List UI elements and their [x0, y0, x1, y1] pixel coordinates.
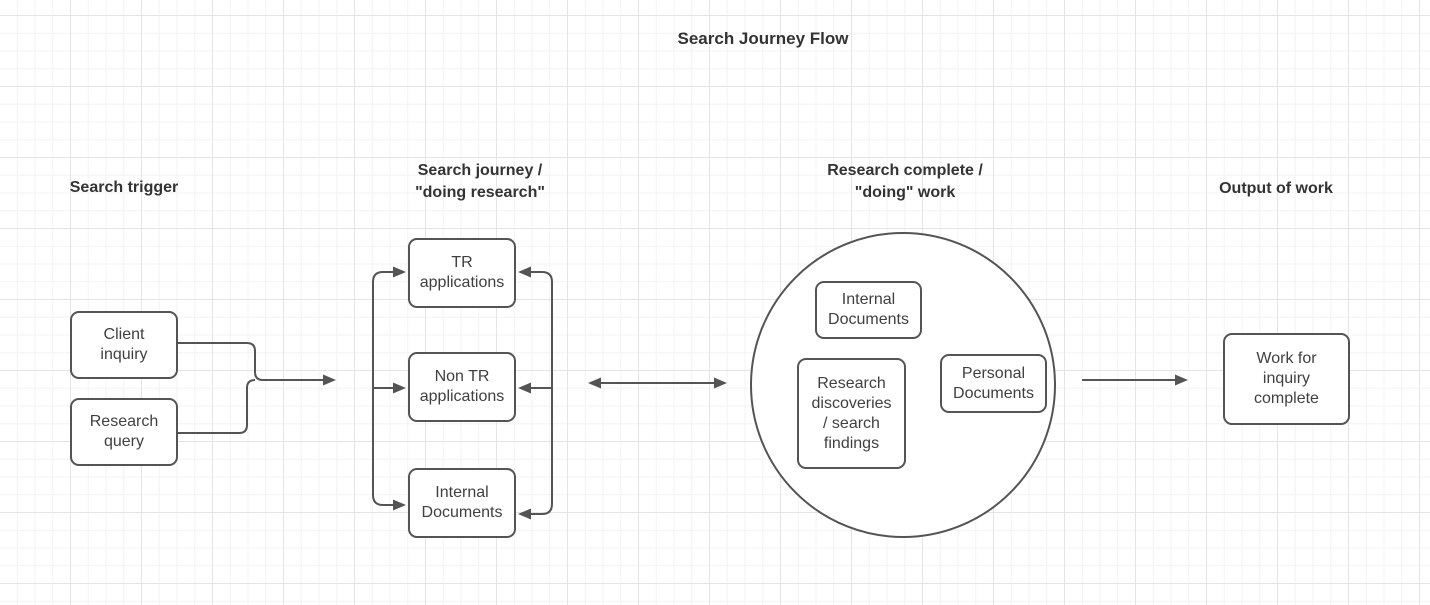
- node-tr-applications[interactable]: TR applications: [408, 238, 516, 308]
- node-non-tr-applications[interactable]: Non TR applications: [408, 352, 516, 422]
- node-internal-documents-journey[interactable]: Internal Documents: [408, 468, 516, 538]
- node-research-discoveries[interactable]: Research discoveries / search findings: [797, 358, 906, 469]
- column-header-research-complete[interactable]: Research complete / "doing" work: [827, 162, 983, 201]
- edge-journey-left-bracket[interactable]: [372, 266, 406, 511]
- node-research-query[interactable]: Research query: [70, 398, 178, 466]
- node-internal-documents-circle[interactable]: Internal Documents: [815, 281, 922, 339]
- column-header-search-trigger[interactable]: Search trigger: [69, 179, 179, 196]
- diagram-title[interactable]: Search Journey Flow: [677, 29, 849, 48]
- column-header-search-journey[interactable]: Search journey / "doing research": [415, 162, 545, 201]
- edge-journey-right-bracket[interactable]: [518, 266, 553, 520]
- edge-journey-research-bidirectional[interactable]: [588, 377, 727, 389]
- node-work-for-inquiry-complete[interactable]: Work for inquiry complete: [1223, 333, 1350, 425]
- column-header-output-of-work[interactable]: Output of work: [1219, 180, 1333, 197]
- node-client-inquiry[interactable]: Client inquiry: [70, 311, 178, 379]
- node-personal-documents[interactable]: Personal Documents: [940, 354, 1047, 413]
- edge-trigger-to-journey[interactable]: [178, 342, 336, 434]
- edge-research-to-output[interactable]: [1082, 374, 1188, 386]
